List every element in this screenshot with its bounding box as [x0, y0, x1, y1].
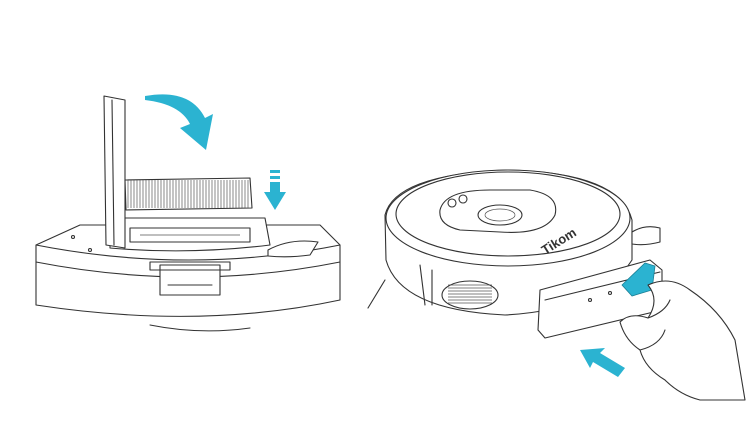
- push-arrow-icon: [580, 348, 625, 377]
- curved-arrow-icon: [145, 94, 213, 150]
- release-tab: [621, 262, 656, 297]
- robot-vacuum-illustration: Tikom: [367, 169, 746, 401]
- dustbin-filter-illustration: [35, 94, 341, 332]
- hand: [619, 280, 746, 401]
- hepa-filter: [124, 177, 253, 211]
- down-arrow-icon: [264, 170, 286, 210]
